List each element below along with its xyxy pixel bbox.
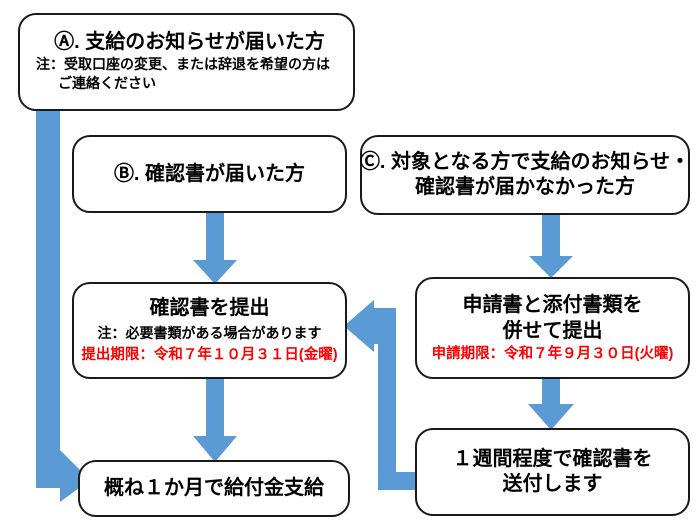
node-b-title: Ⓑ. 確認書が届いた方	[113, 162, 306, 185]
node-payment-issued[interactable]: 概ね１か月で給付金支給	[78, 460, 350, 517]
node-apply-title-line2: 併せて提出	[502, 319, 603, 342]
arrow-submit-to-pay	[193, 378, 237, 462]
node-send-title-line1: １週間程度で確認書を	[452, 448, 653, 470]
arrow-a-to-pay	[20, 110, 90, 502]
node-b-confirmation-received[interactable]: Ⓑ. 確認書が届いた方	[72, 135, 347, 213]
node-submit-note: 注：必要書類がある場合があります	[97, 325, 322, 342]
node-submit-confirmation[interactable]: 確認書を提出 注：必要書類がある場合があります 提出期限：令和７年１０月３１日(…	[72, 282, 347, 379]
arrow-b-to-submit	[193, 212, 237, 284]
node-submit-title: 確認書を提出	[149, 297, 270, 320]
node-send-title-line2: 送付します	[502, 473, 603, 495]
arrow-send-to-submit-body	[344, 300, 419, 490]
node-apply-title-line1: 申請書と添付書類を	[462, 293, 643, 316]
node-a-note-line1: 注：受取口座の変更、または辞退を希望の方は	[36, 55, 330, 72]
node-submit-deadline: 提出期限：令和７年１０月３１日(金曜)	[81, 347, 338, 364]
arrow-c-to-apply	[529, 214, 573, 278]
node-c-nothing-received[interactable]: Ⓒ. 対象となる方で支給のお知らせ・ 確認書が届かなかった方	[360, 135, 690, 215]
node-a-notice-received[interactable]: Ⓐ. 支給のお知らせが届いた方 注：受取口座の変更、または辞退を希望の方は ご連…	[18, 13, 355, 111]
node-a-title: Ⓐ. 支給のお知らせが届いた方	[54, 30, 325, 53]
arrow-apply-to-send	[528, 378, 574, 430]
node-c-title-line1: Ⓒ. 対象となる方で支給のお知らせ・	[359, 151, 691, 173]
node-submit-application[interactable]: 申請書と添付書類を 併せて提出 申請期限：令和７年９月３０日(火曜)	[415, 277, 690, 379]
node-apply-deadline: 申請期限：令和７年９月３０日(火曜)	[431, 345, 674, 362]
node-confirmation-mailed[interactable]: １週間程度で確認書を 送付します	[415, 428, 690, 516]
node-c-title-line2: 確認書が届かなかった方	[415, 176, 635, 198]
node-pay-title: 概ね１か月で給付金支給	[104, 477, 324, 499]
node-a-note-line2: ご連絡ください	[58, 74, 156, 91]
